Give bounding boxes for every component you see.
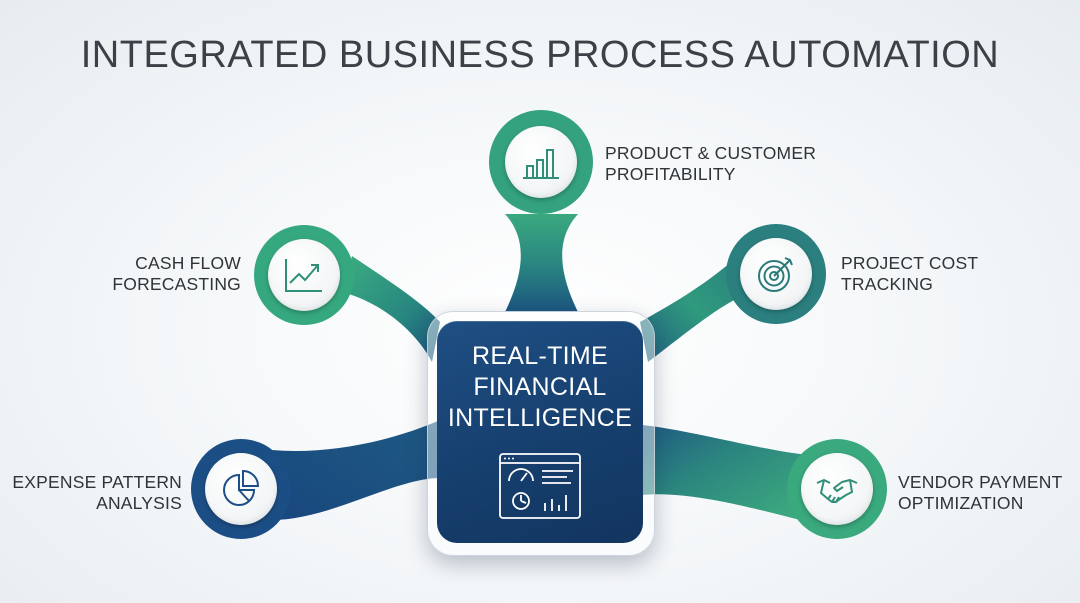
label-line: OPTIMIZATION <box>898 493 1024 513</box>
dashboard-icon <box>499 453 581 519</box>
connector-top <box>505 214 578 312</box>
label-line: PROFITABILITY <box>605 164 736 184</box>
node-vendor-payment-optimization <box>801 453 873 525</box>
label-line: EXPENSE PATTERN <box>12 472 182 492</box>
label-line: PRODUCT & CUSTOMER <box>605 143 817 163</box>
bar-chart-icon <box>523 149 559 179</box>
label-line: FORECASTING <box>112 274 241 294</box>
trend-line-icon <box>285 259 322 292</box>
connector-lower-left <box>272 420 440 520</box>
center-hub <box>437 321 643 543</box>
label-vendor-payment-optimization: VENDOR PAYMENT OPTIMIZATION <box>898 472 1063 514</box>
handshake-icon <box>816 479 858 503</box>
label-expense-pattern-analysis: EXPENSE PATTERN ANALYSIS <box>0 472 182 514</box>
label-product-customer-profitability: PRODUCT & CUSTOMER PROFITABILITY <box>605 143 816 185</box>
center-title-line: INTELLIGENCE <box>447 404 633 432</box>
label-line: VENDOR PAYMENT <box>898 472 1063 492</box>
node-project-cost-tracking <box>740 238 812 310</box>
label-line: PROJECT COST <box>841 253 979 273</box>
center-title-line: FINANCIAL <box>473 373 607 401</box>
label-project-cost-tracking: PROJECT COST TRACKING <box>841 253 978 295</box>
connector-lower-right <box>642 425 808 522</box>
center-title-line: REAL-TIME <box>471 342 609 370</box>
center-hub-title: REAL-TIME FINANCIAL INTELLIGENCE <box>437 341 643 434</box>
node-cash-flow-forecasting <box>268 239 340 311</box>
connector-upper-right <box>640 250 745 362</box>
page-title: INTEGRATED BUSINESS PROCESS AUTOMATION <box>80 34 1000 76</box>
label-cash-flow-forecasting: CASH FLOW FORECASTING <box>60 253 241 295</box>
label-line: CASH FLOW <box>135 253 241 273</box>
connector-upper-left <box>342 256 440 362</box>
label-line: TRACKING <box>841 274 934 294</box>
pie-chart-icon <box>223 469 260 506</box>
node-product-customer-profitability <box>505 126 577 198</box>
label-line: ANALYSIS <box>96 493 182 513</box>
node-expense-pattern-analysis <box>205 453 277 525</box>
target-icon <box>758 257 793 292</box>
